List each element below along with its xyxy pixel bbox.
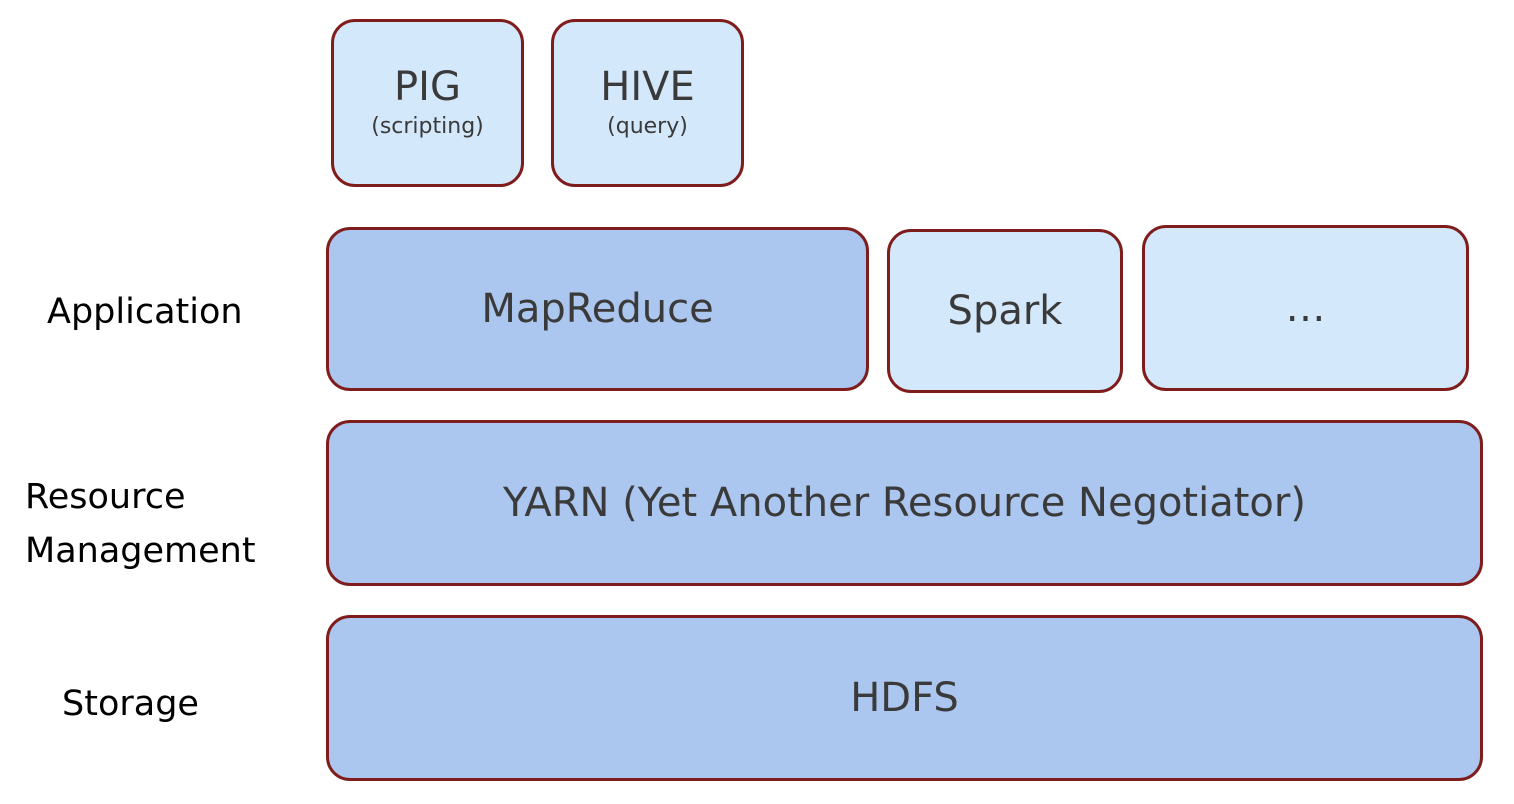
layer-label-resource-management: Resource Management	[25, 470, 256, 579]
pig-title: PIG	[394, 63, 461, 110]
more-applications-label: …	[1285, 285, 1326, 331]
storage-label-text: Storage	[62, 684, 199, 724]
application-label-text: Application	[47, 292, 243, 332]
hive-title: HIVE	[600, 63, 695, 110]
spark-box: Spark	[887, 229, 1123, 393]
mapreduce-label: MapReduce	[481, 286, 714, 332]
hdfs-box: HDFS	[326, 615, 1483, 781]
layer-label-application: Application	[47, 285, 243, 339]
yarn-box: YARN (Yet Another Resource Negotiator)	[326, 420, 1483, 586]
hive-box: HIVE (query)	[551, 19, 744, 187]
more-applications-box: …	[1142, 225, 1469, 391]
resource-label-line2: Management	[25, 531, 256, 572]
spark-label: Spark	[947, 288, 1063, 334]
pig-box: PIG (scripting)	[331, 19, 524, 187]
resource-label-line1: Resource	[25, 477, 186, 517]
mapreduce-box: MapReduce	[326, 227, 869, 391]
hdfs-label: HDFS	[850, 675, 959, 721]
pig-subtitle: (scripting)	[371, 113, 484, 139]
hive-subtitle: (query)	[607, 113, 688, 139]
yarn-label: YARN (Yet Another Resource Negotiator)	[503, 480, 1306, 526]
layer-label-storage: Storage	[62, 677, 199, 731]
